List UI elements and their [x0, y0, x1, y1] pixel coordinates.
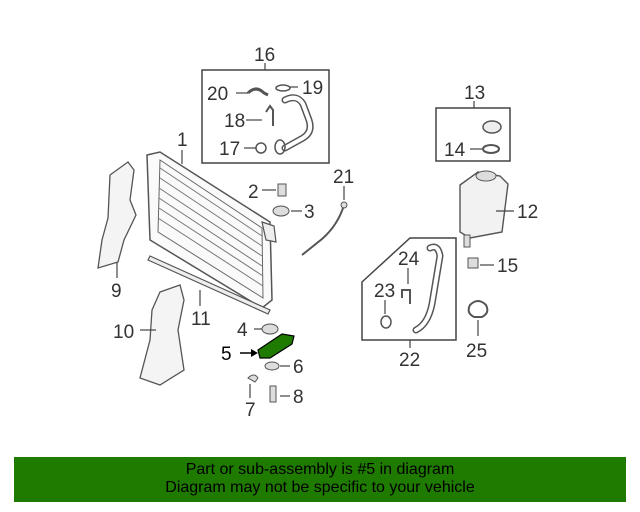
insulator-part-4 — [254, 323, 279, 335]
callout-22: 22 — [399, 350, 420, 371]
callout-6: 6 — [293, 357, 304, 378]
deflector-part-9 — [97, 161, 137, 278]
callout-7: 7 — [245, 400, 256, 421]
bolt-part-8 — [269, 385, 290, 403]
banner-line-1: Part or sub-assembly is #5 in diagram — [185, 461, 455, 478]
banner-line-2: Diagram may not be specific to your vehi… — [165, 479, 475, 496]
kit-box-22 — [361, 237, 457, 348]
callout-24: 24 — [398, 249, 420, 270]
callout-10: 10 — [113, 322, 134, 343]
cap-part-15 — [467, 257, 494, 269]
callout-17: 17 — [219, 139, 240, 160]
callout-9: 9 — [111, 281, 122, 302]
insulator-part-6 — [264, 361, 290, 371]
callout-20: 20 — [207, 84, 228, 105]
callout-16: 16 — [254, 45, 275, 66]
callout-15: 15 — [497, 256, 518, 277]
callout-14: 14 — [444, 140, 466, 161]
callout-5: 5 — [221, 344, 232, 365]
info-banner: Part or sub-assembly is #5 in diagram Di… — [14, 457, 626, 502]
callout-2: 2 — [248, 182, 259, 203]
bolt-part-2 — [262, 183, 287, 197]
callout-8: 8 — [293, 387, 304, 408]
callout-25: 25 — [466, 341, 487, 362]
callout-18: 18 — [224, 111, 245, 132]
bracket-part-5 — [240, 333, 295, 359]
reservoir-part-12 — [459, 170, 514, 248]
clamp-part-25 — [467, 300, 489, 336]
callout-21: 21 — [333, 167, 354, 188]
callout-12: 12 — [517, 202, 538, 223]
radiator-part-1 — [146, 150, 277, 309]
kit-box-16 — [201, 63, 330, 164]
grommet-part-3 — [272, 205, 302, 217]
callout-23: 23 — [374, 281, 395, 302]
callout-1: 1 — [177, 130, 188, 151]
sensor-part-21 — [301, 186, 348, 256]
deflector-part-10 — [139, 284, 185, 386]
callout-13: 13 — [464, 83, 485, 104]
clip-part-7 — [247, 374, 259, 398]
callout-11: 11 — [191, 309, 211, 330]
callout-3: 3 — [304, 202, 315, 223]
callout-4: 4 — [237, 320, 248, 341]
callout-19: 19 — [302, 78, 323, 99]
kit-box-13 — [435, 101, 511, 162]
air-seal-part-11 — [147, 255, 271, 315]
